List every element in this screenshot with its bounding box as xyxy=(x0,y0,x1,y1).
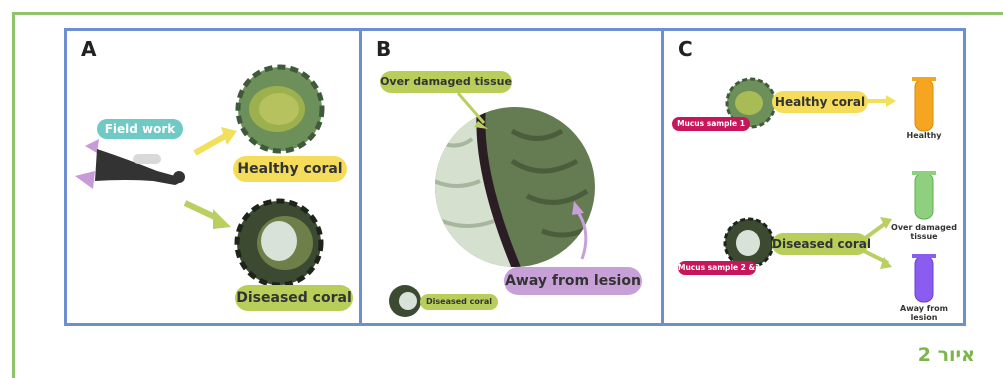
away-tube-icon xyxy=(912,254,936,302)
diver-icon xyxy=(75,139,185,189)
over-damaged-tube-icon xyxy=(912,171,936,219)
diseased-coral-c-label: Diseased coral xyxy=(772,233,868,255)
healthy-coral-c-label: Healthy coral xyxy=(772,91,868,113)
over-damaged-tube-label: Over damaged tissue xyxy=(888,223,960,241)
healthy-coral-image xyxy=(238,67,322,151)
healthy-tube-icon xyxy=(912,77,936,131)
diseased-coral-small-image xyxy=(725,219,773,267)
over-damaged-label: Over damaged tissue xyxy=(380,71,512,93)
small-diseased-coral-image xyxy=(389,285,421,317)
panel-c: C Healthy coral Mucus samp xyxy=(661,28,966,326)
small-diseased-coral-label: Diseased coral xyxy=(420,294,498,310)
diseased-coral-image xyxy=(237,201,321,285)
field-work-label: Field work xyxy=(97,119,183,139)
diseased-coral-label: Diseased coral xyxy=(235,285,353,311)
panel-b: B Over damaged tissue Away from lesion D… xyxy=(359,28,664,326)
coral-closeup-image xyxy=(422,101,622,281)
mucus-sample-1-label: Mucus sample 1 xyxy=(672,117,750,131)
away-tube-label: Away from lesion xyxy=(897,304,951,322)
figure-caption: איור 2 xyxy=(918,344,975,366)
mucus-sample-2-3-label: Mucus sample 2 &3 xyxy=(678,261,756,275)
healthy-tube-label: Healthy xyxy=(899,131,949,140)
panel-c-art xyxy=(664,31,966,326)
healthy-coral-label: Healthy coral xyxy=(233,156,347,182)
panel-a: A Field work Healthy coral xyxy=(64,28,362,326)
away-from-lesion-label: Away from lesion xyxy=(504,267,642,295)
